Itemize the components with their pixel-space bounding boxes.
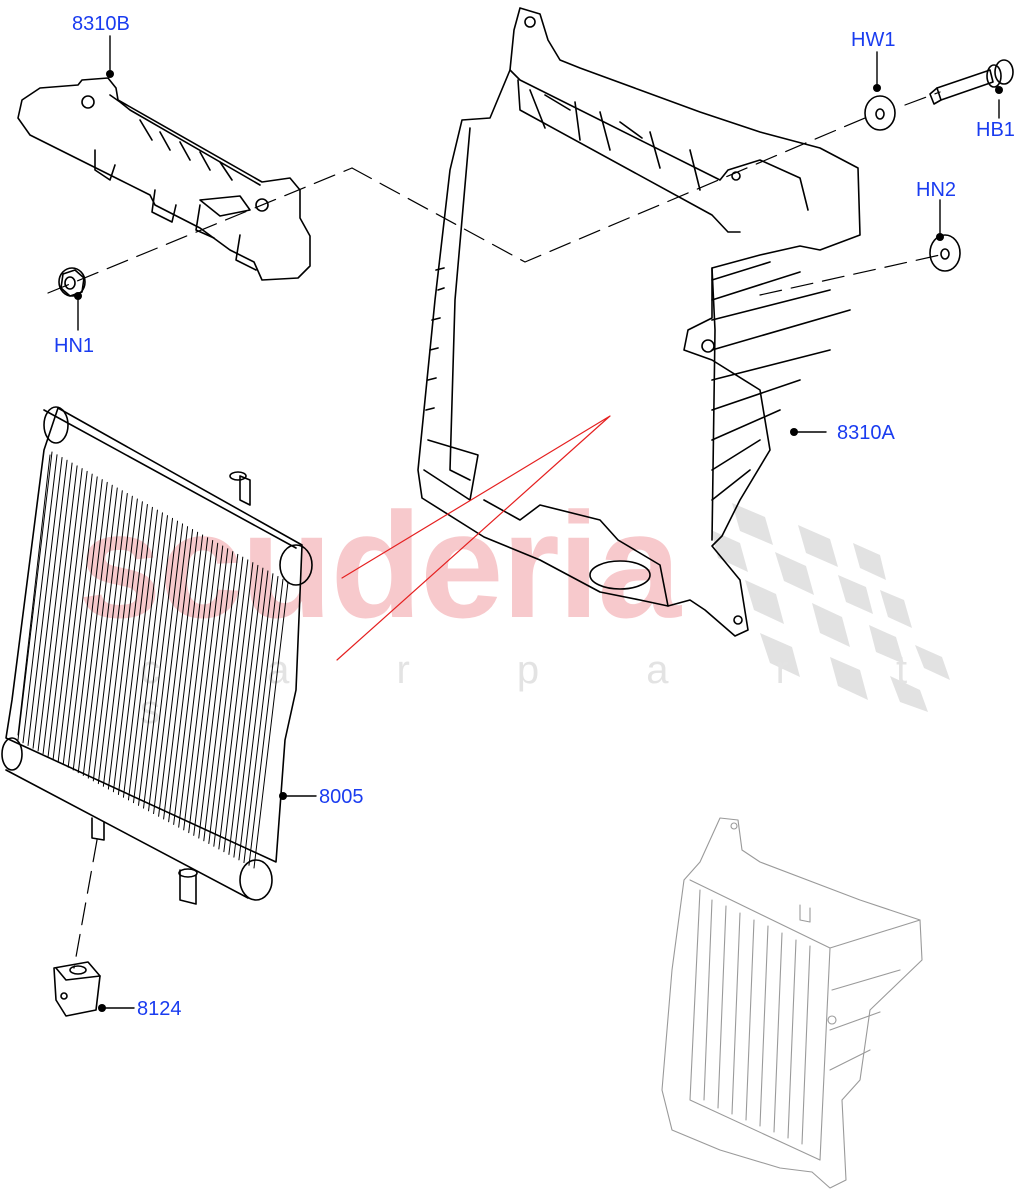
leader-dots [74, 70, 1003, 1012]
callout-hn1[interactable]: HN1 [54, 335, 95, 357]
flange-nut-hn1[interactable] [58, 267, 86, 297]
callout-8310a[interactable]: 8310A [837, 422, 895, 444]
bolt-hb1[interactable] [929, 59, 1014, 105]
assembled-inset [661, 817, 923, 1189]
callout-hb1[interactable]: HB1 [976, 119, 1015, 141]
assembly-lines [47, 91, 941, 969]
callout-8005[interactable]: 8005 [319, 786, 364, 808]
upper-bracket-8310b[interactable] [17, 77, 311, 281]
washer-hw1[interactable] [864, 95, 896, 131]
leader-lines [77, 35, 1000, 1009]
callout-hw1[interactable]: HW1 [851, 29, 896, 51]
flange-nut-hn2[interactable] [929, 234, 961, 272]
rubber-mount-8124[interactable] [53, 961, 101, 1017]
callout-8124[interactable]: 8124 [137, 998, 182, 1020]
section-lines [336, 415, 611, 661]
callout-hn2[interactable]: HN2 [916, 179, 957, 201]
radiator-8005[interactable] [1, 406, 313, 905]
callout-8310b[interactable]: 8310B [72, 13, 130, 35]
radiator-fins [17, 451, 289, 869]
shroud-8310a[interactable] [417, 7, 861, 637]
watermark-subtitle: c a r p a r t s [140, 648, 956, 732]
